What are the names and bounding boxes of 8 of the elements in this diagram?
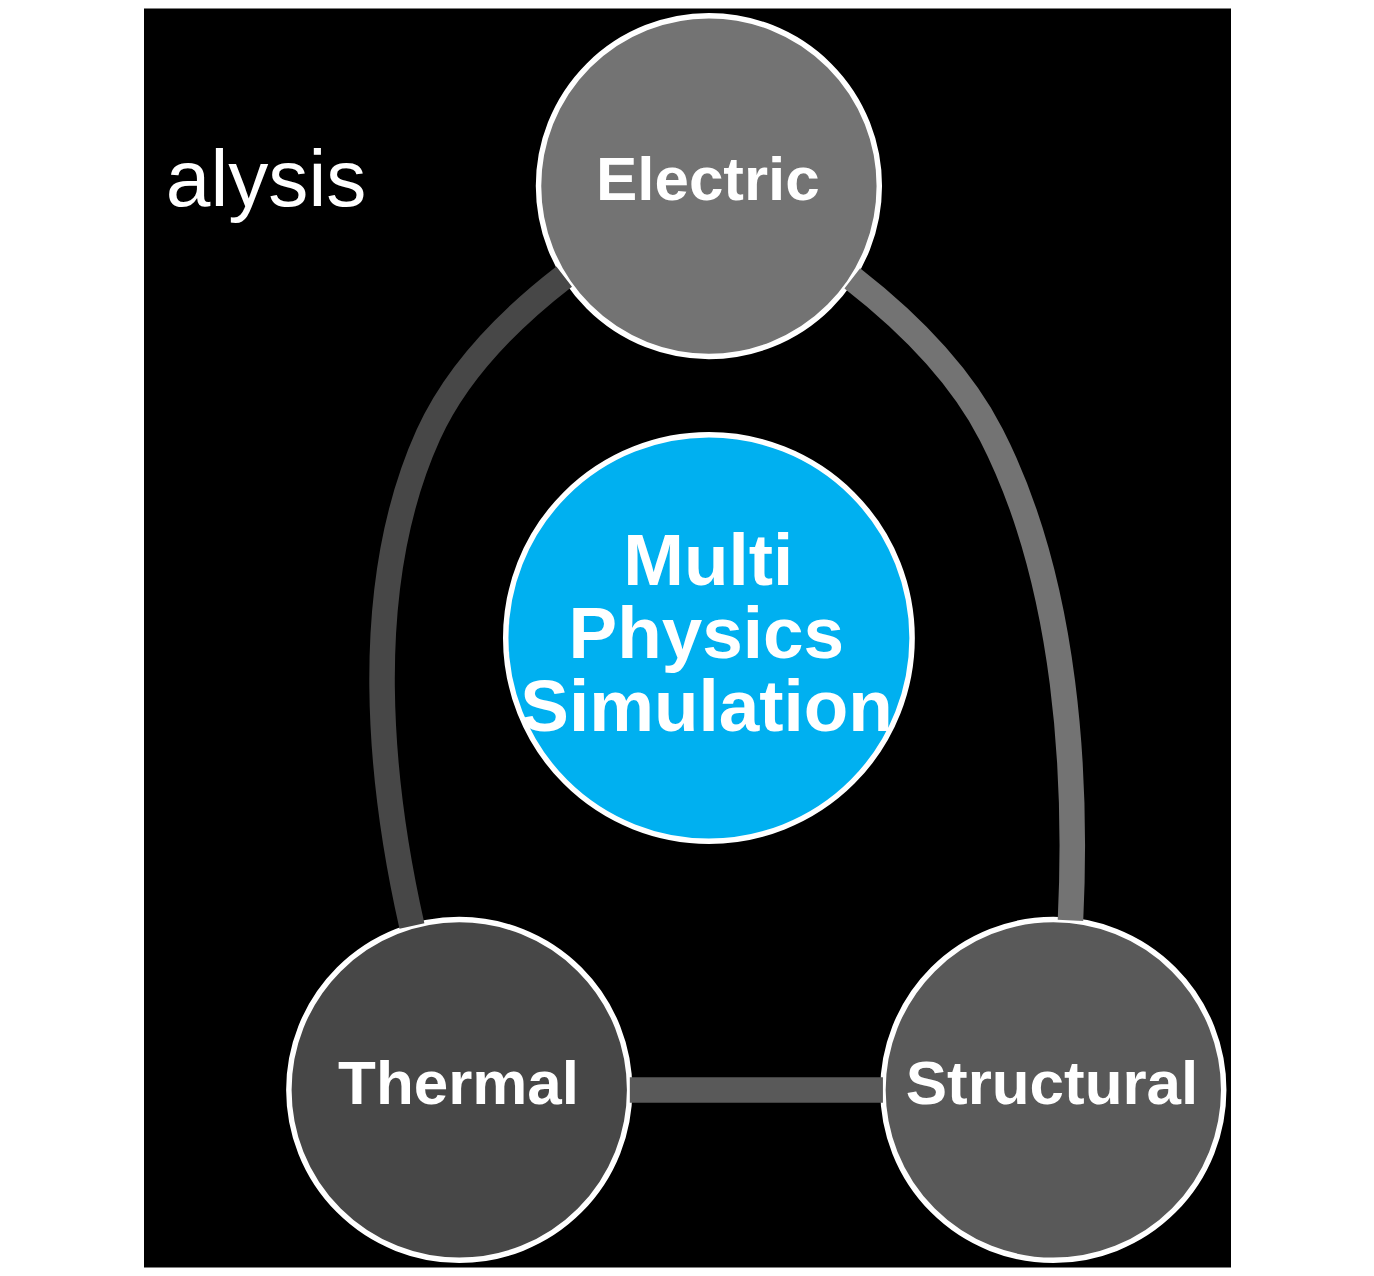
- connector: [629, 1077, 883, 1103]
- label: alysis: [165, 133, 366, 224]
- node-circle: Multi Physics Simulation: [502, 432, 915, 844]
- node-circle: Electric: [535, 12, 882, 360]
- node-circle: Structural: [879, 916, 1226, 1264]
- connector: [843, 268, 1085, 921]
- connector: [368, 266, 572, 929]
- node-circle: Thermal: [285, 916, 632, 1264]
